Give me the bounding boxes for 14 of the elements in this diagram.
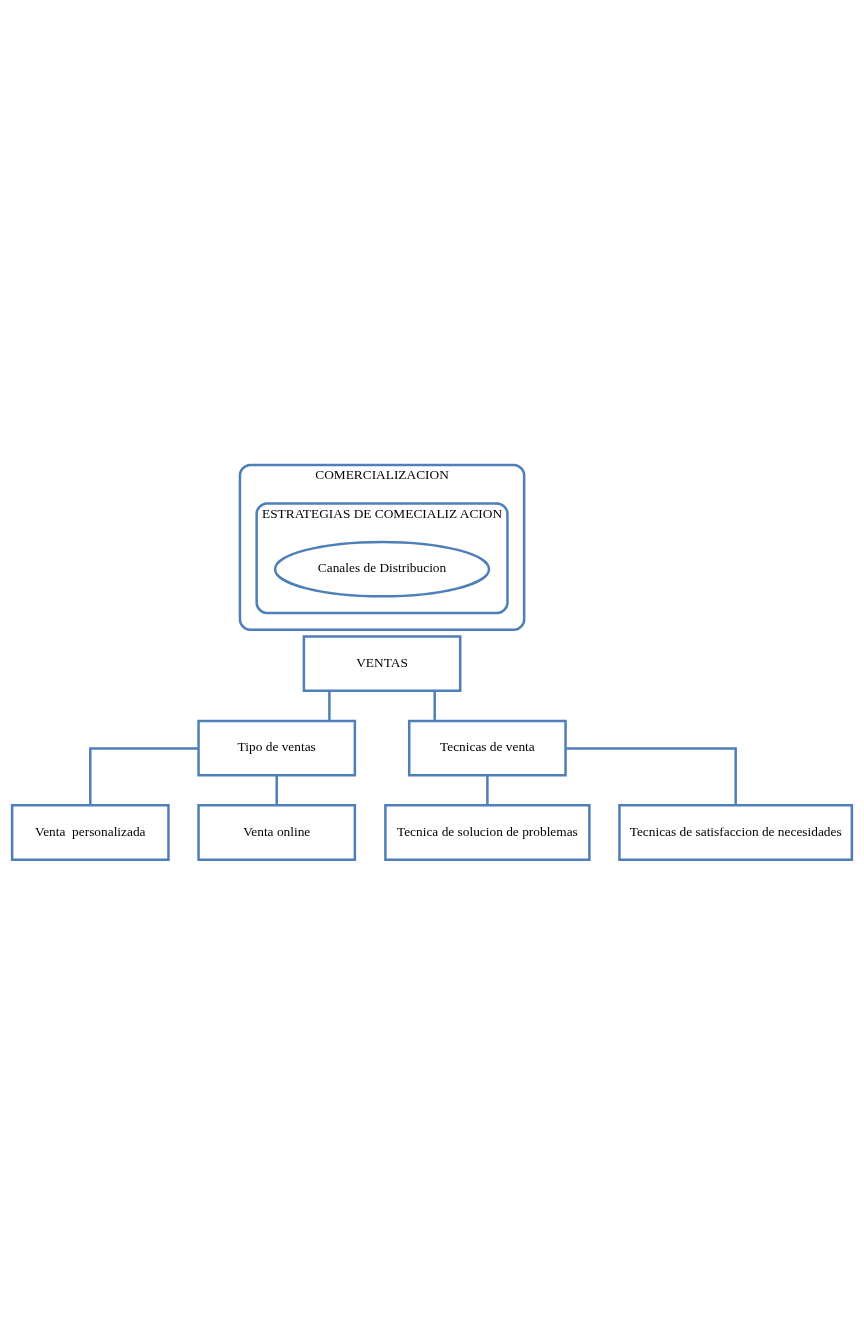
node-box: Tecnicas de venta bbox=[407, 719, 567, 777]
connector bbox=[486, 775, 489, 806]
node-box: Tipo de ventas bbox=[197, 719, 357, 777]
node-box: Venta personalizada bbox=[10, 804, 170, 861]
node-box: Tecnica de solucion de problemas bbox=[384, 804, 591, 861]
node-box: Tecnicas de satisfaccion de necesidades bbox=[618, 804, 854, 861]
connector bbox=[89, 747, 199, 806]
connector bbox=[433, 690, 436, 721]
connector bbox=[275, 775, 278, 806]
node-box: VENTAS bbox=[302, 635, 462, 693]
node-box: Venta online bbox=[197, 804, 357, 861]
connector bbox=[328, 690, 331, 721]
node-ellipse: Canales de Distribucion bbox=[273, 540, 491, 598]
connector bbox=[565, 747, 737, 806]
